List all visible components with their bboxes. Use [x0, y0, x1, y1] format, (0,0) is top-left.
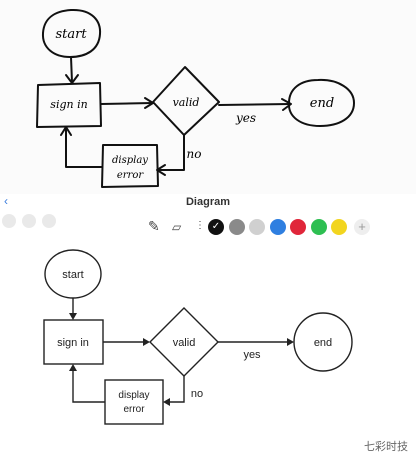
watermark: 七彩时技	[364, 441, 408, 453]
sketch-yes-label: yes	[235, 111, 256, 125]
sketch-end-label: end	[310, 96, 334, 111]
diagram-display-label-2: error	[123, 404, 145, 415]
eraser-icon[interactable]: ▱	[172, 220, 182, 234]
page-title: Diagram	[185, 196, 231, 208]
sketch-signin-label: sign in	[50, 98, 87, 111]
color-swatch[interactable]: ✓	[208, 219, 224, 235]
sketch-display-node	[101, 144, 159, 188]
diagram-canvas[interactable]: start sign in valid end yes no display e…	[0, 240, 416, 462]
toolbar: ‹ Diagram	[0, 194, 416, 240]
diagram-start-label: start	[62, 269, 83, 281]
diagram-end-label: end	[314, 337, 332, 349]
color-swatch[interactable]	[228, 219, 245, 235]
sketch-valid-label: valid	[173, 96, 200, 109]
diagram-display-node	[104, 379, 164, 425]
diagram-display-label-1: display	[118, 390, 149, 401]
sketch-signin-node	[36, 82, 102, 128]
color-swatch[interactable]	[249, 219, 265, 235]
diagram-no-label: no	[191, 388, 203, 400]
diagram-drawing: start sign in valid end yes no display e…	[43, 249, 353, 425]
sketch-drawing: start sign in valid end yes no display e…	[36, 8, 355, 188]
color-swatch[interactable]	[331, 219, 347, 235]
color-swatch[interactable]	[290, 219, 306, 235]
sketch-end-node	[287, 78, 355, 127]
sketch-canvas[interactable]: start sign in valid end yes no display e…	[0, 0, 416, 194]
stroke-width-icon[interactable]: ⋮	[195, 220, 205, 231]
sketch-start-label: start	[55, 27, 87, 42]
sketch-display-label-1: display	[112, 155, 148, 166]
undo-icon[interactable]	[2, 214, 16, 228]
pen-icon[interactable]: ✎	[148, 218, 160, 234]
sketch-no-label: no	[187, 147, 202, 161]
chevron-left-icon[interactable]: ‹	[4, 194, 8, 208]
sketch-display-label-2: error	[117, 170, 144, 181]
color-swatch[interactable]	[310, 219, 327, 235]
redo-icon[interactable]	[22, 214, 36, 228]
color-swatch[interactable]	[269, 219, 286, 235]
diagram-signin-label: sign in	[57, 337, 89, 349]
sketch-valid-node	[152, 66, 220, 136]
clear-icon[interactable]	[42, 214, 56, 228]
diagram-valid-label: valid	[173, 337, 196, 349]
diagram-yes-label: yes	[243, 349, 261, 361]
plus-icon[interactable]: +	[354, 219, 370, 235]
